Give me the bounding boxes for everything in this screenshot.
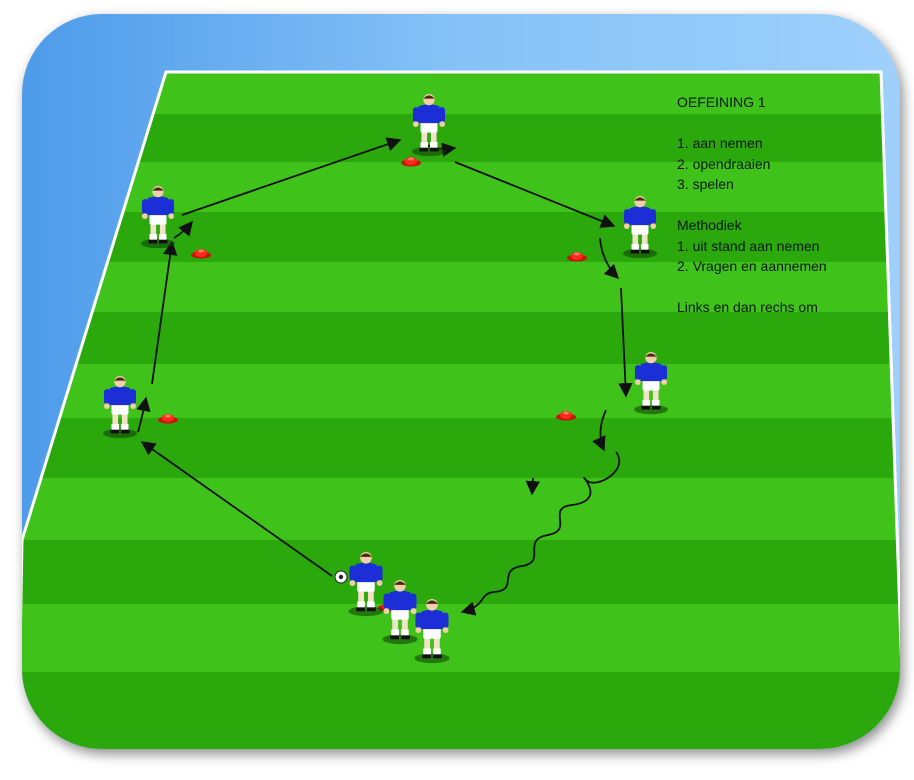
field-stripe [22, 72, 900, 114]
field-stripe [22, 478, 900, 540]
pass-arrows [136, 135, 633, 616]
field-stripe [22, 540, 900, 604]
field-stripe [22, 114, 900, 162]
field-stripe [22, 604, 900, 672]
exercise-info: OEFEINING 1 1. aan nemen 2. opendraaien … [677, 92, 827, 318]
dribble-arrow [460, 451, 620, 616]
pass-arrow [525, 477, 540, 496]
pass-arrow [140, 441, 333, 577]
field-stripe [22, 672, 900, 749]
field-stripe [22, 364, 900, 418]
exercise-title: OEFEINING 1 [677, 94, 766, 110]
method-item: 2. Vragen en aannemen [677, 258, 827, 274]
turn-arrow [136, 396, 151, 433]
pass-arrow [618, 287, 633, 398]
ball-icon [334, 570, 348, 584]
turn-arrow [599, 237, 620, 280]
pass-arrow [181, 137, 402, 216]
method-title: Methodiek [677, 217, 742, 233]
turn-arrow [173, 220, 193, 239]
step-item: 2. opendraaien [677, 155, 771, 172]
step-item: 1. aan nemen [677, 135, 763, 151]
step-item: 3. spelen [677, 176, 734, 192]
pass-arrow [151, 240, 178, 385]
exercise-note: Links en dan rechs om [677, 299, 818, 315]
turn-arrow [592, 409, 607, 452]
method-item: 1. uit stand aan nemen [677, 237, 820, 254]
field-stripe [22, 312, 900, 364]
pass-arrow [454, 161, 616, 228]
field-stripe [22, 418, 900, 478]
